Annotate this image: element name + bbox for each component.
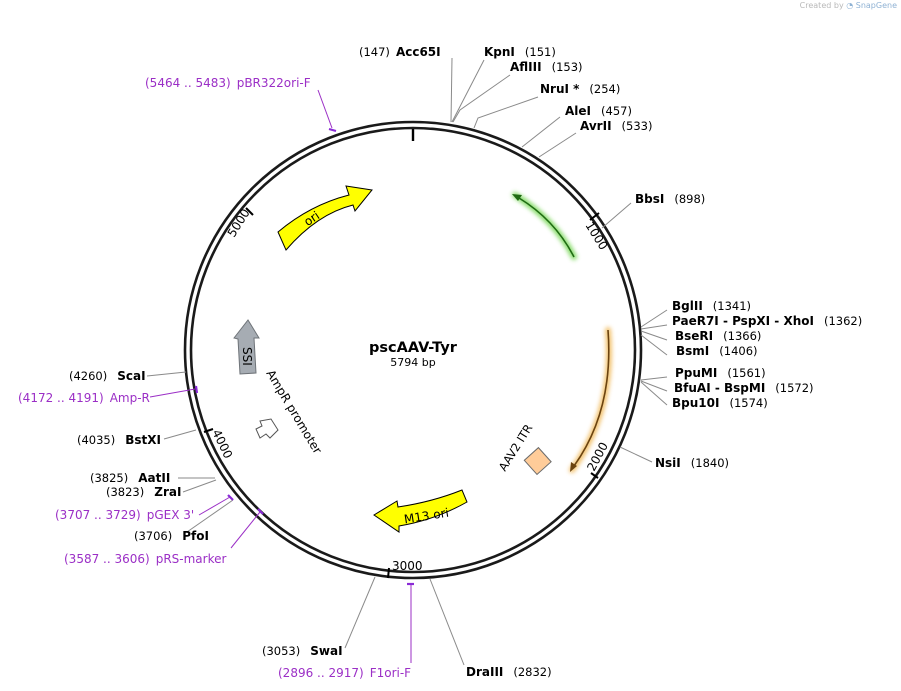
site-paer7i-pspxi-xhoi: PaeR7I - PspXI - XhoI(1362) xyxy=(672,314,862,328)
site-zrai: (3823)ZraI xyxy=(106,485,181,499)
feature-ssi-arrow xyxy=(233,319,260,375)
leader-alei xyxy=(521,116,561,148)
leader-swai xyxy=(344,576,376,649)
site-alei: AleI(457) xyxy=(565,104,632,118)
site-kpni: KpnI(151) xyxy=(484,45,556,59)
feature-m13-ori-arrow xyxy=(373,489,468,533)
leader-draiii xyxy=(429,578,465,666)
leader-pfoi xyxy=(186,499,234,533)
feature-orange-arrow xyxy=(573,329,610,467)
leader-bseri xyxy=(640,330,668,341)
tick-label-3000: 3000 xyxy=(392,559,423,573)
primer-prs-marker: (3587 .. 3606)pRS-marker xyxy=(64,552,226,566)
leader-bspmi xyxy=(640,380,668,392)
tick-mark-1000 xyxy=(589,212,600,221)
site-bstxi: (4035)BstXI xyxy=(77,433,161,447)
leader-nrui xyxy=(473,96,539,129)
site-scai: (4260)ScaI xyxy=(69,369,146,383)
site-swai: (3053)SwaI xyxy=(262,644,343,658)
primer-mark-amp-r xyxy=(194,385,199,394)
feature-ampr-promoter-arrow xyxy=(255,418,279,439)
leader-bbsi xyxy=(601,202,632,229)
site-leader-lines xyxy=(146,57,668,666)
site-avrii: AvrII(533) xyxy=(580,119,652,133)
site-aatii: (3825)AatII xyxy=(90,471,170,485)
leader-avrii xyxy=(538,132,577,158)
site-afliii: AflIII(153) xyxy=(510,60,583,74)
leader-scai xyxy=(146,371,187,377)
primer-leader-lines xyxy=(149,89,412,663)
leader-bglii xyxy=(640,309,668,328)
feature-aav2-itr-box xyxy=(523,446,552,476)
feature-orange-arrowhead xyxy=(570,462,577,472)
primer-leader-prs-marker xyxy=(230,511,261,549)
site-bfuai-bspmi: BfuAI - BspMI(1572) xyxy=(674,381,814,395)
site-nrui: NruI *(254) xyxy=(540,82,620,96)
site-draiii: DraIII(2832) xyxy=(466,665,552,679)
feature-green-arrowhead xyxy=(512,194,522,201)
leader-zrai xyxy=(182,479,217,493)
feature-m13-ori-label: M13 ori xyxy=(403,506,450,527)
primer-mark-pgex3 xyxy=(227,494,234,501)
primer-leader-pgex3 xyxy=(198,496,231,516)
snapgene-credit: Created by ◔ SnapGene xyxy=(800,1,897,10)
feature-green-arrow xyxy=(518,197,575,258)
leader-ppumi xyxy=(640,376,668,381)
feature-green-glow xyxy=(512,192,577,260)
tick-mark-2000 xyxy=(590,472,599,479)
snapgene-logo-icon: ◔ xyxy=(846,1,854,10)
site-bbsi: BbsI(898) xyxy=(635,192,705,206)
primer-f1ori-f: (2896 .. 2917)F1ori-F xyxy=(278,666,411,680)
site-bpu10i: Bpu10I(1574) xyxy=(672,396,768,410)
leader-xhoi xyxy=(640,324,668,330)
feature-ori-arrow xyxy=(277,185,373,251)
primer-amp-r: (4172 .. 4191)Amp-R xyxy=(18,391,150,405)
backbone-inner xyxy=(189,126,637,574)
tick-mark-4000 xyxy=(203,428,214,433)
tick-mark-5000 xyxy=(245,207,254,216)
primer-marks xyxy=(194,127,414,586)
credit-app: SnapGene xyxy=(855,1,897,10)
leader-bpu10i xyxy=(640,381,668,406)
tick-label-5000: 5000 xyxy=(225,206,253,239)
feature-ampr-promoter-label: AmpR promoter xyxy=(263,367,324,456)
site-bglii: BglII(1341) xyxy=(672,299,751,313)
site-bsmi: BsmI(1406) xyxy=(676,344,758,358)
leader-afliii xyxy=(452,74,511,123)
site-acc65i: (147)Acc65I xyxy=(359,45,441,59)
site-pfoi: (3706)PfoI xyxy=(134,529,209,543)
site-ppumi: PpuMI(1561) xyxy=(675,366,766,380)
site-bseri: BseRI(1366) xyxy=(675,329,761,343)
site-nsii: NsiI(1840) xyxy=(655,456,729,470)
primer-leader-pbr322ori-f xyxy=(317,89,333,129)
leader-nsii xyxy=(619,446,653,463)
leader-bsmi xyxy=(640,334,668,356)
plasmid-length: 5794 bp xyxy=(390,356,435,369)
plasmid-name: pscAAV-Tyr xyxy=(369,340,458,356)
credit-prefix: Created by xyxy=(799,1,844,10)
tick-mark-3000 xyxy=(387,567,390,579)
primer-mark-prs-marker xyxy=(257,508,264,515)
leader-acc65i xyxy=(450,57,453,123)
primer-mark-pbr322ori-f xyxy=(328,127,337,133)
primer-pbr322ori-f: (5464 .. 5483)pBR322ori-F xyxy=(145,76,311,90)
backbone-outer xyxy=(183,120,643,580)
feature-ssi-label: SSI xyxy=(240,347,254,366)
primer-leader-amp-r xyxy=(149,388,196,398)
leader-kpni xyxy=(451,59,485,123)
leader-bstxi xyxy=(163,429,197,440)
primer-pgex3: (3707 .. 3729)pGEX 3' xyxy=(55,508,194,522)
